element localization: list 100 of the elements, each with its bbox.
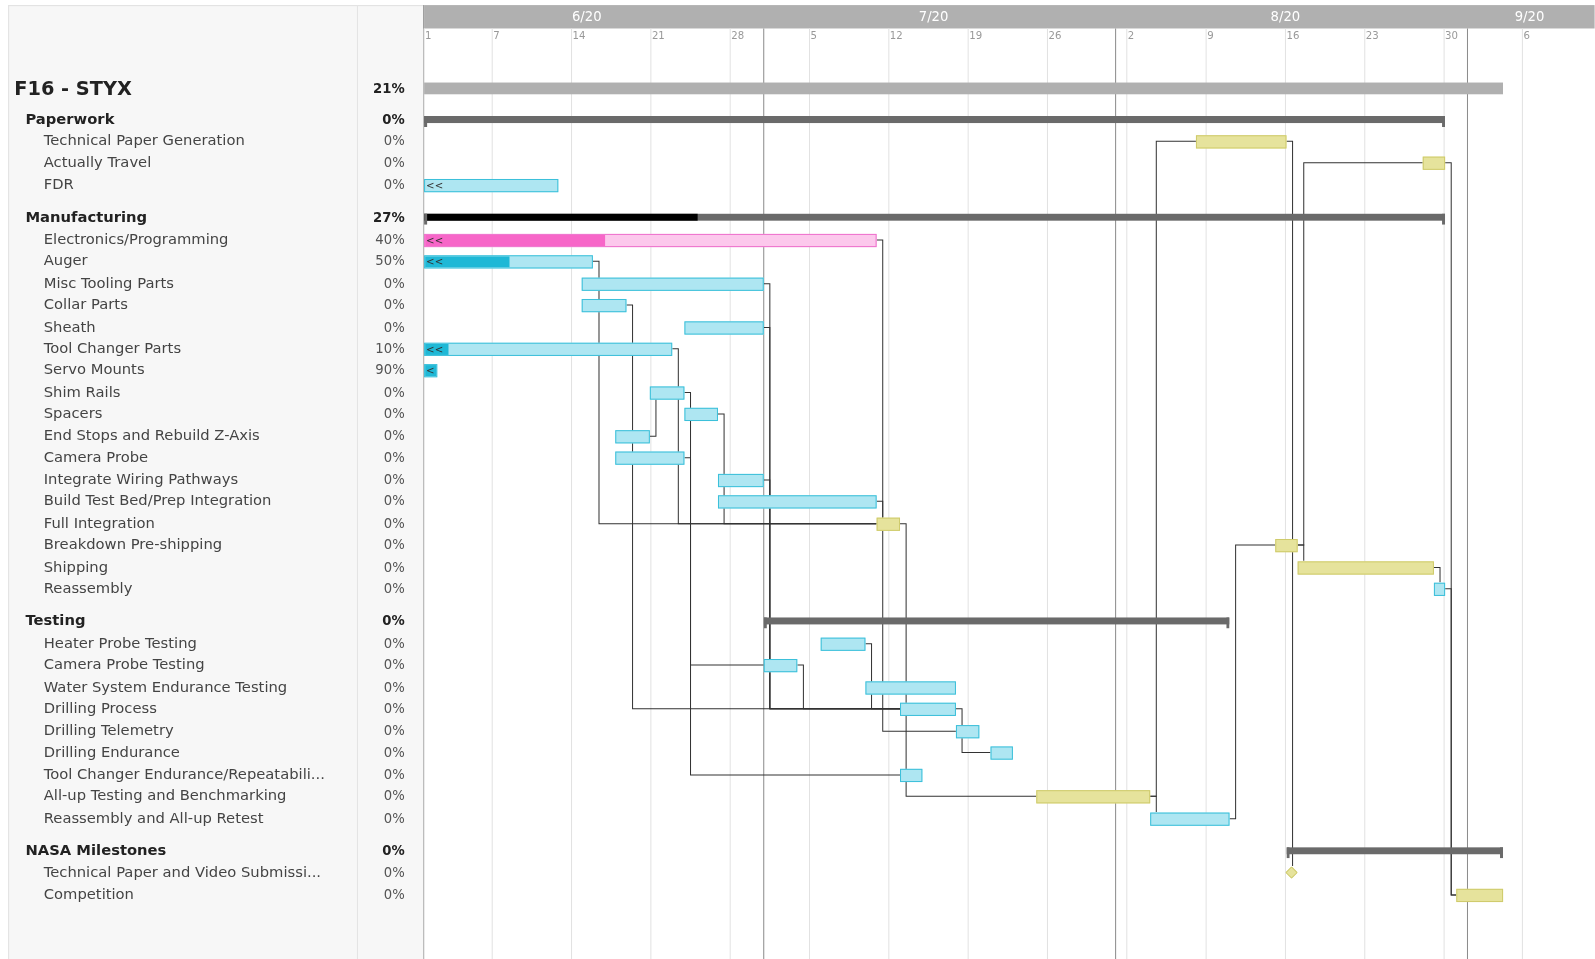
task-name: Auger	[43, 252, 88, 270]
percent-complete: 90%	[374, 362, 405, 379]
percent-complete: 0%	[382, 471, 405, 489]
percent-complete: 0%	[382, 515, 405, 532]
task-name: FDR	[43, 175, 74, 194]
group-name: Testing	[25, 612, 86, 630]
task-name: Actually Travel	[43, 153, 152, 172]
task-bar	[649, 385, 685, 400]
percent-complete: 21%	[372, 80, 405, 97]
dependency-line	[1444, 588, 1457, 896]
task-name: Reassembly	[43, 579, 133, 598]
day-label: 14	[572, 29, 586, 42]
percent-complete: 10%	[374, 340, 405, 357]
percent-complete: 0%	[382, 559, 405, 576]
summary-bar	[763, 617, 1230, 629]
task-bar	[615, 429, 650, 443]
day-label: 19	[969, 29, 983, 42]
task-name: Drilling Telemetry	[43, 722, 174, 740]
day-label: 5	[810, 29, 817, 42]
percent-complete: 0%	[381, 613, 405, 630]
percent-complete: 0%	[382, 384, 405, 401]
day-label: 1	[425, 29, 432, 42]
percent-complete: 40%	[374, 231, 405, 249]
task-name: Technical Paper and Video Submissi...	[43, 863, 322, 882]
task-bar: <<	[424, 178, 559, 192]
percent-complete: 0%	[382, 580, 405, 597]
project-title: F16 - STYX	[14, 76, 132, 100]
task-name: Camera Probe Testing	[43, 655, 205, 674]
dependency-line	[1297, 162, 1424, 546]
group-name: Manufacturing	[25, 208, 148, 227]
summary-bar	[1286, 847, 1504, 859]
task-name: Tool Changer Parts	[43, 339, 182, 358]
task-name: Misc Tooling Parts	[43, 274, 174, 293]
task-bar	[1150, 812, 1230, 826]
dependency-line	[899, 523, 1037, 797]
task-name: All-up Testing and Benchmarking	[43, 787, 287, 805]
day-label: 7	[493, 29, 500, 42]
task-bar	[1036, 789, 1151, 803]
group-name: Paperwork	[25, 110, 115, 129]
task-bar	[990, 745, 1013, 760]
task-bar	[820, 637, 866, 651]
task-bar	[615, 451, 685, 465]
percent-complete: 0%	[382, 319, 405, 336]
task-bar	[1422, 156, 1446, 170]
percent-complete: 0%	[382, 744, 405, 761]
task-name: Collar Parts	[43, 295, 128, 314]
percent-complete: 0%	[382, 788, 405, 805]
task-name: Integrate Wiring Pathways	[43, 470, 239, 489]
percent-complete: 0%	[382, 810, 405, 827]
day-label: 6	[1523, 29, 1530, 42]
day-label: 30	[1445, 29, 1459, 42]
percent-complete: 0%	[382, 679, 405, 696]
percent-complete: 50%	[374, 253, 405, 270]
percent-complete: 0%	[382, 275, 405, 292]
task-name: Tool Changer Endurance/Repeatabili...	[43, 765, 325, 784]
percent-complete: 0%	[382, 154, 405, 171]
day-label: 2	[1127, 29, 1135, 42]
month-label: 9/20	[1513, 9, 1546, 26]
task-name: Competition	[43, 885, 134, 904]
day-label: 9	[1207, 29, 1214, 42]
task-bar	[900, 702, 956, 716]
day-label: 21	[651, 29, 665, 42]
task-bar: <	[424, 363, 438, 377]
task-bar: <<	[424, 254, 593, 268]
dependency-line	[1433, 566, 1441, 583]
task-bar	[900, 768, 923, 782]
task-name: Servo Mounts	[43, 361, 145, 379]
day-label: 26	[1048, 29, 1062, 42]
day-label: 12	[889, 29, 903, 42]
task-name: Sheath	[43, 318, 96, 336]
task-name: Reassembly and All-up Retest	[43, 809, 264, 828]
task-name: Drilling Endurance	[43, 743, 180, 762]
task-bar	[763, 658, 798, 672]
percent-complete: 0%	[382, 133, 405, 150]
task-name: Shim Rails	[43, 383, 121, 402]
percent-complete: 0%	[382, 886, 405, 904]
dependency-line	[649, 398, 657, 437]
task-bar	[1297, 560, 1434, 575]
dependency-line	[955, 708, 992, 754]
percent-complete: 0%	[382, 428, 405, 445]
dependency-line	[1149, 795, 1157, 813]
dependency-line	[1285, 140, 1294, 867]
percent-complete: 0%	[382, 723, 405, 740]
task-name: Breakdown Pre-shipping	[43, 535, 223, 554]
task-bar	[684, 320, 764, 335]
task-name: Full Integration	[43, 514, 155, 533]
task-bar	[1456, 888, 1504, 902]
percent-complete: 0%	[382, 656, 405, 674]
percent-complete: 0%	[381, 843, 405, 860]
task-name: Electronics/Programming	[43, 230, 229, 249]
task-bar	[876, 517, 900, 531]
day-label: 16	[1286, 29, 1300, 42]
task-bar	[955, 724, 980, 738]
percent-complete: 0%	[382, 405, 405, 423]
task-name: Build Test Bed/Prep Integration	[43, 492, 272, 510]
task-name: Technical Paper Generation	[43, 132, 245, 150]
percent-complete: 0%	[382, 493, 405, 510]
percent-complete: 0%	[382, 449, 405, 466]
month-label: 8/20	[1269, 9, 1302, 26]
task-bar	[1195, 134, 1287, 148]
